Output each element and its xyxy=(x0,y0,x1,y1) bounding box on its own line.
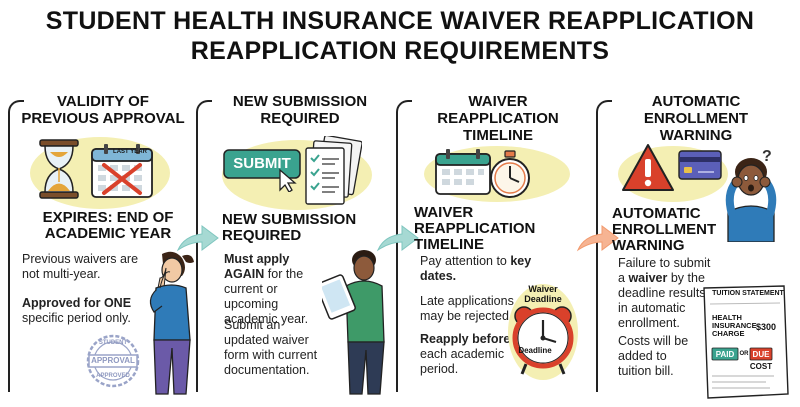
col1-subheading: EXPIRES: END OF ACADEMIC YEAR xyxy=(42,209,174,242)
flow-arrow-1-icon xyxy=(176,225,219,252)
calendar-label: LAST YEAR xyxy=(113,149,147,155)
col1-paragraph-1: Previous waivers are not multi-year. xyxy=(22,252,139,281)
col4-paragraph-1: Failure to submit a waiver by the deadli… xyxy=(618,256,711,330)
col2-subheading: NEW SUBMISSION REQUIRED xyxy=(222,211,357,244)
stopwatch-icon xyxy=(490,150,530,198)
statement-paid-label: PAID xyxy=(715,350,735,359)
column-bracket-4 xyxy=(596,100,612,392)
question-mark: ? xyxy=(762,148,772,165)
clock-top-label: Waiver Deadline xyxy=(524,284,562,304)
calendar-crossed-icon xyxy=(91,144,153,198)
statement-due-label: DUE xyxy=(752,350,770,359)
worried-person-illustration xyxy=(725,158,777,242)
col4-heading: AUTOMATIC ENROLLMENT WARNING xyxy=(643,93,749,144)
flow-arrow-2-icon xyxy=(376,225,419,252)
col2-paragraph-2: Submit an updated waiver form with curre… xyxy=(224,318,318,377)
col3-paragraph-3: Reapply before each academic period. xyxy=(420,332,511,376)
person-with-tablet-illustration xyxy=(322,250,385,395)
title-line-2: REAPPLICATION REQUIREMENTS xyxy=(190,37,610,65)
statement-or-label: OR xyxy=(739,351,749,357)
warning-triangle-icon xyxy=(622,144,674,191)
col4-paragraph-2: Costs will be added to tuition bill. xyxy=(618,334,689,378)
col3-paragraph-1: Pay attention to key dates. xyxy=(420,254,532,283)
col1-heading: VALIDITY OF PREVIOUS APPROVAL xyxy=(21,93,185,127)
clock-bottom-label: Deadline xyxy=(518,346,552,355)
col1-paragraph-2: Approved for ONE specific period only. xyxy=(22,296,132,325)
stamp-mid-text: APPROVAL xyxy=(91,356,135,365)
flow-arrow-3-icon xyxy=(576,225,619,252)
col4-subheading: AUTOMATIC ENROLLMENT WARNING xyxy=(612,205,717,254)
column-bracket-3 xyxy=(396,100,412,392)
page-title: STUDENT HEALTH INSURANCE WAIVER REAPPLIC… xyxy=(0,6,800,66)
submit-button-illustration xyxy=(223,149,301,192)
statement-charge-label: HEALTH INSURANCE CHARGE xyxy=(712,313,757,338)
calendar-icon xyxy=(435,149,491,195)
col2-paragraph-1: Must apply AGAIN for the current or upco… xyxy=(224,252,309,326)
hourglass-icon xyxy=(39,139,79,199)
title-line-1: STUDENT HEALTH INSURANCE WAIVER REAPPLIC… xyxy=(45,7,755,35)
column-bracket-2 xyxy=(196,100,212,392)
col3-heading: WAIVER REAPPLICATION TIMELINE xyxy=(437,93,559,144)
col3-subheading: WAIVER REAPPLICATION TIMELINE xyxy=(414,204,536,253)
statement-charge-amount: $300 xyxy=(756,322,777,332)
column-bracket-1 xyxy=(8,100,24,392)
credit-card-icon xyxy=(678,150,722,180)
approval-stamp-icon xyxy=(86,334,140,388)
alarm-clock-icon xyxy=(512,306,574,375)
col2-heading: NEW SUBMISSION REQUIRED xyxy=(232,93,368,127)
documents-checklist-icon xyxy=(305,136,362,205)
tuition-statement-document xyxy=(703,285,789,399)
submit-label: SUBMIT xyxy=(233,155,291,172)
statement-title: TUITION STATEMENT xyxy=(712,290,784,297)
statement-cost-label: COST xyxy=(749,362,773,371)
stamp-top-text: STUDENT xyxy=(98,340,128,346)
person-on-phone-illustration xyxy=(149,251,194,395)
stamp-bottom-text: APPROVED xyxy=(96,373,130,379)
col3-paragraph-2: Late applications may be rejected. xyxy=(420,294,514,323)
